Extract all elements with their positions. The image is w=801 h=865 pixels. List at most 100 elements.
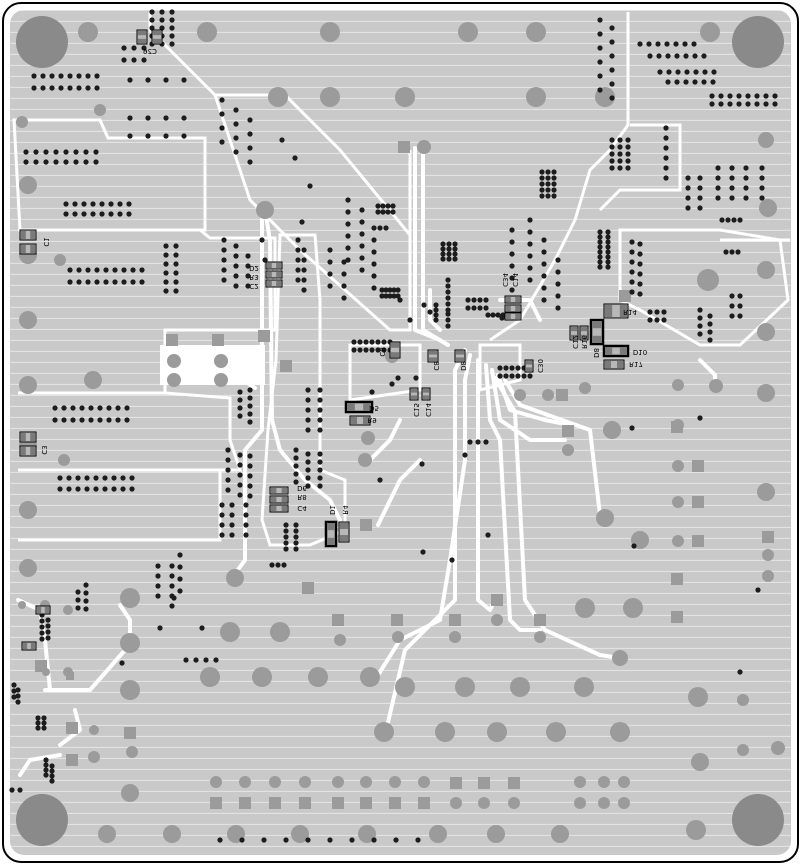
via [49,773,55,779]
via [415,837,421,843]
designator-label-c15: C15 [412,403,420,417]
via [237,397,243,403]
via [609,151,615,157]
via [327,837,333,843]
via [233,121,239,127]
via [124,417,130,423]
smd-terminal [515,314,520,319]
via [45,617,51,623]
via [383,225,389,231]
via [293,455,299,461]
via [445,289,451,295]
via [369,347,375,353]
via [691,41,697,47]
via [445,311,451,317]
designator-label-c34: C34 [501,273,509,287]
pad [308,667,328,687]
via [305,427,311,433]
pad [126,746,138,758]
via [219,502,225,508]
via [317,467,323,473]
via [509,251,515,257]
via [279,137,285,143]
via [357,339,363,345]
smd-terminal [276,281,281,286]
designator-label-d6: D6 [297,484,307,492]
via [371,273,377,279]
via [66,486,72,492]
via [467,439,473,445]
square-pad [280,360,292,372]
via [131,45,137,51]
via [293,522,299,528]
via [387,287,393,293]
via [555,293,561,299]
smd-terminal [571,334,577,339]
via [597,229,603,235]
via [433,302,439,308]
smd-terminal [30,231,35,239]
designator-label-c2: C2 [249,282,258,290]
via [237,452,243,458]
pad [514,389,526,401]
via [609,137,615,143]
via [597,17,603,23]
via [159,9,165,15]
via [551,187,557,193]
via [43,757,49,763]
via [609,39,615,45]
via [301,257,307,263]
via [617,158,623,164]
via [663,135,669,141]
via [527,229,533,235]
square-pad [478,777,490,789]
via [654,317,660,323]
square-pad [418,797,430,809]
via [130,279,136,285]
via [709,101,715,107]
via [541,261,547,267]
via [736,101,742,107]
via [237,413,243,419]
mounting-hole [16,794,68,846]
pad [210,776,222,788]
via [685,205,691,211]
pad [700,22,720,42]
via [527,373,533,379]
via [545,193,551,199]
via [697,185,703,191]
pad [478,797,490,809]
smd-part [151,29,163,45]
square-pad [66,754,78,766]
via [702,69,708,75]
via [85,85,91,91]
mounting-hole [732,16,784,68]
via [76,85,82,91]
via [718,93,724,99]
via [711,69,717,75]
via [149,25,155,31]
pad [672,496,684,508]
via [15,687,21,693]
pad [526,87,546,107]
smd-terminal [363,417,369,424]
via [715,195,721,201]
via [551,175,557,181]
via [359,207,365,213]
via [375,203,381,209]
via [119,660,125,666]
via [301,277,307,283]
via [743,165,749,171]
via [33,159,39,165]
via [127,115,133,121]
via [605,254,611,260]
via [247,387,253,393]
via [349,837,355,843]
square-pad [332,614,344,626]
via [527,253,533,259]
via [597,59,603,65]
via [541,273,547,279]
via [141,57,147,63]
pad [417,140,431,154]
smd-part [19,229,37,241]
